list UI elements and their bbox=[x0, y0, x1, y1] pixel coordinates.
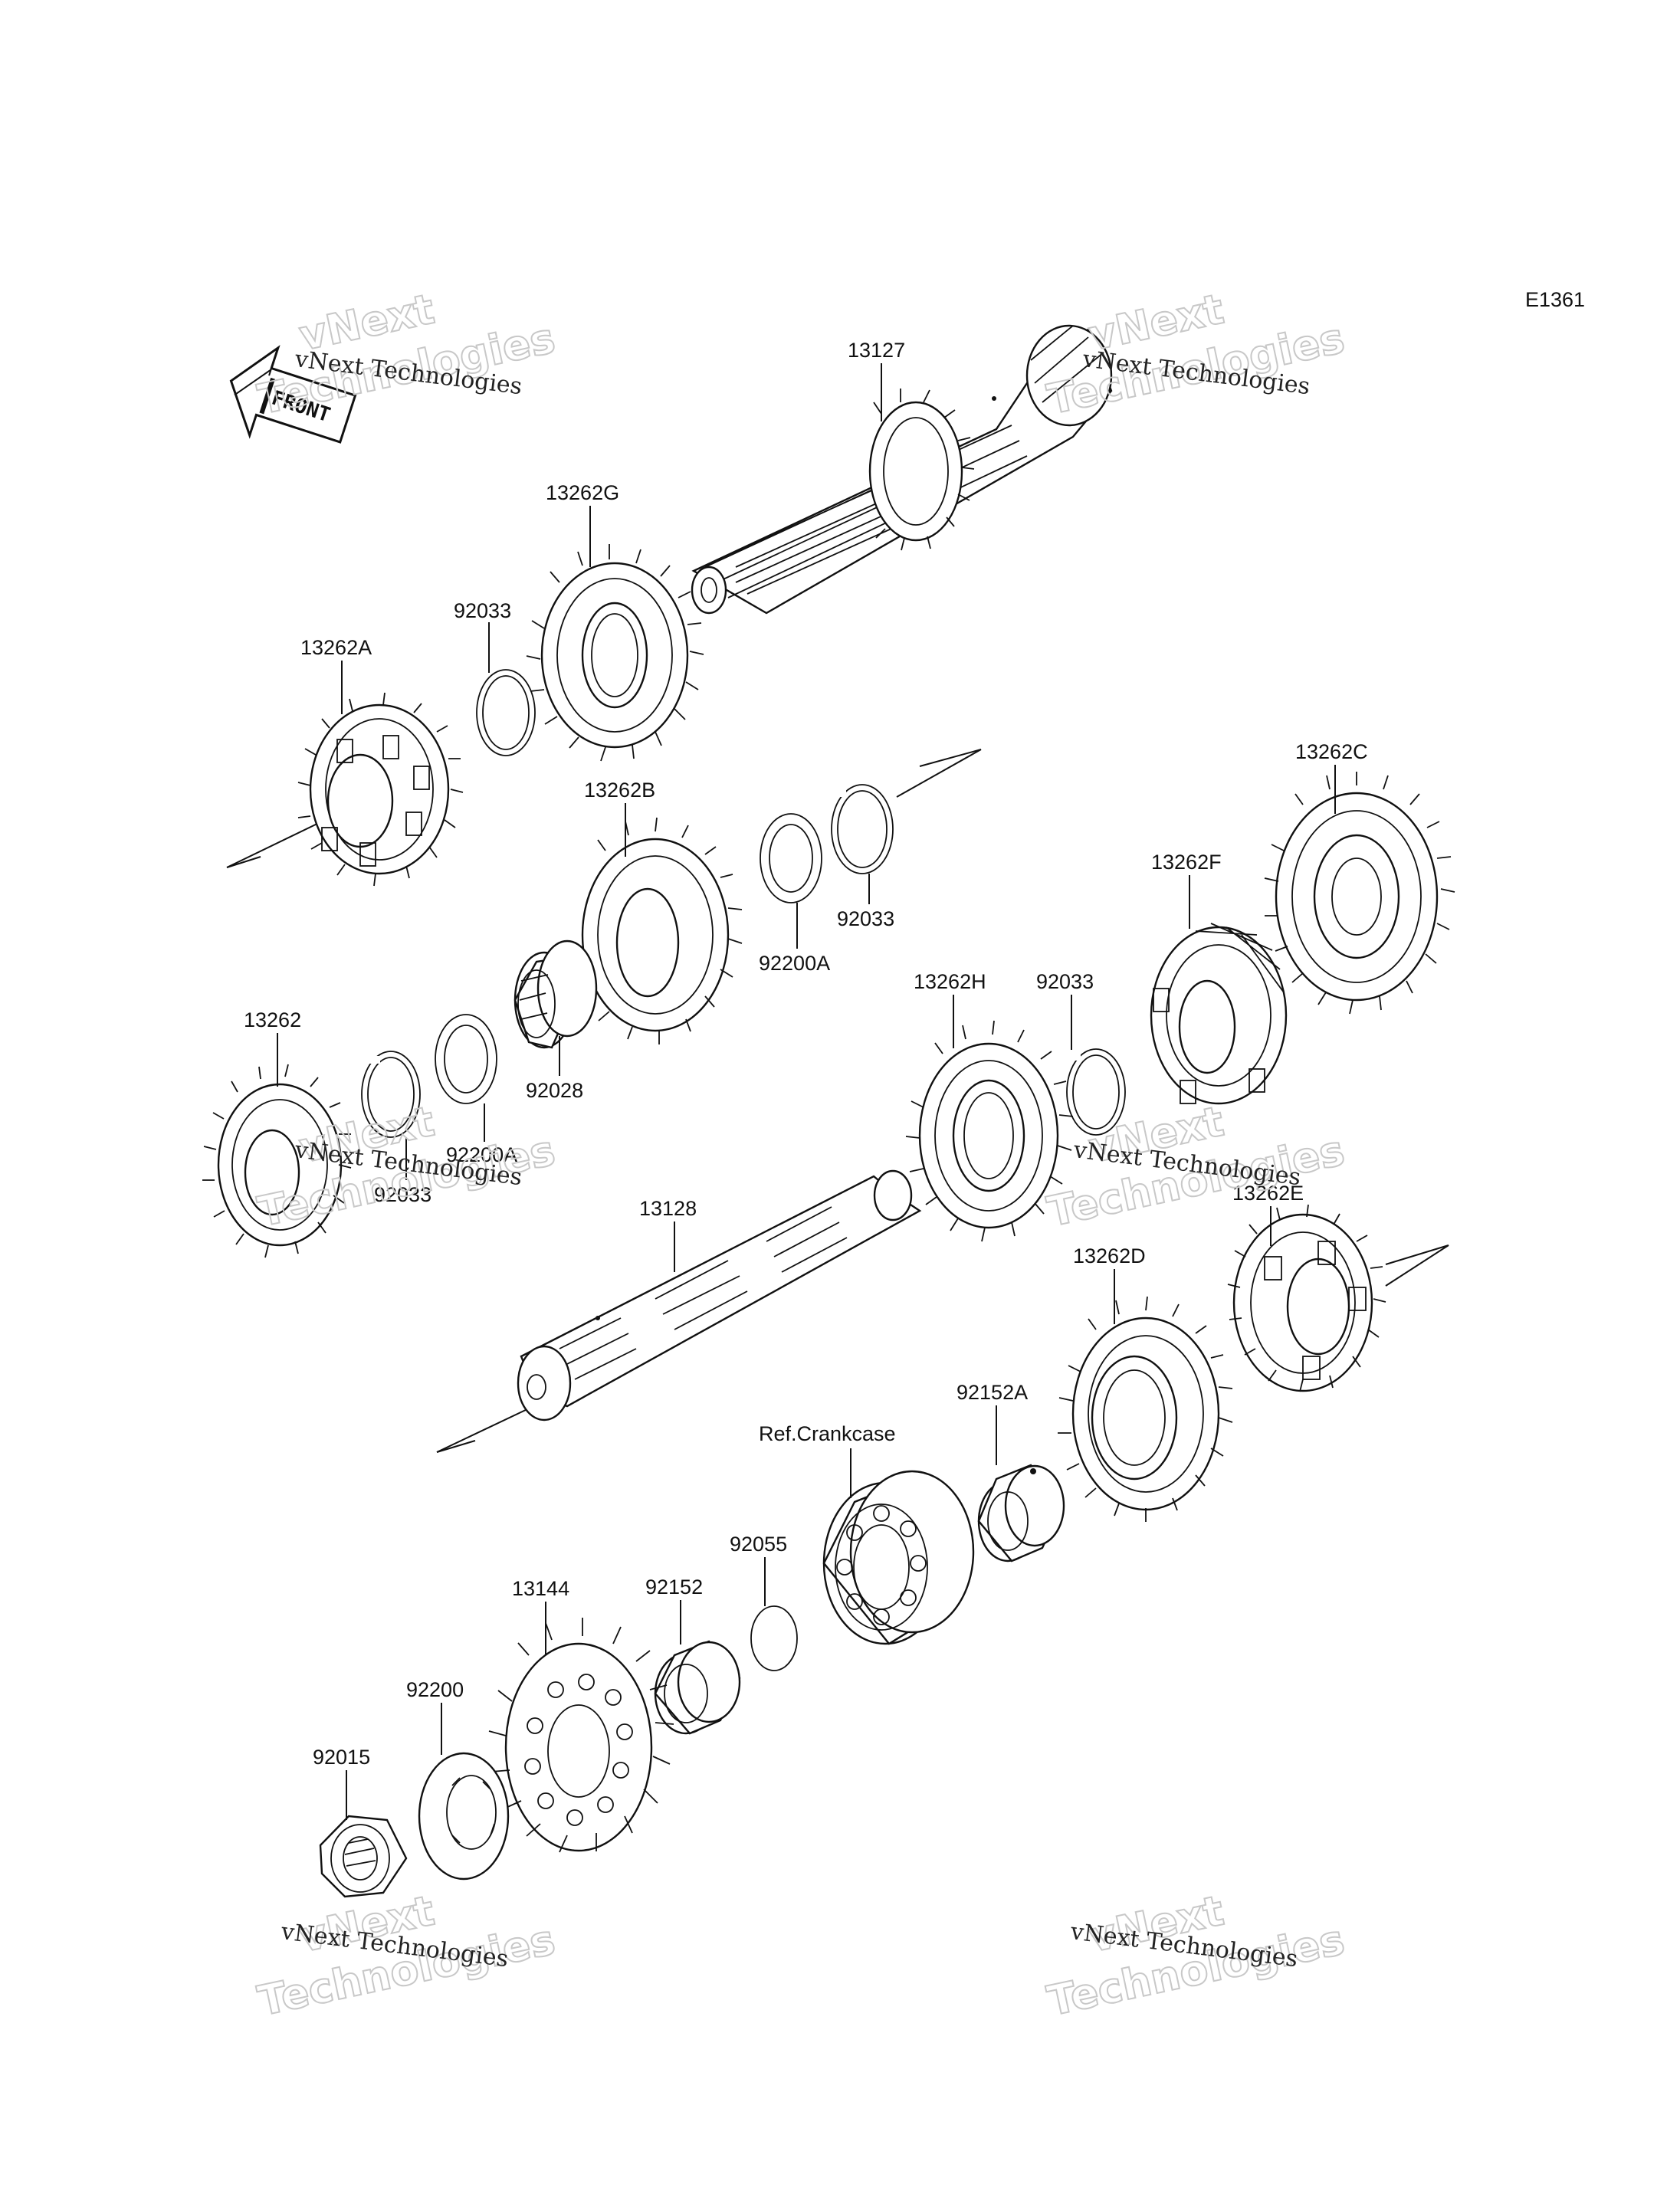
washer-92200A-left bbox=[435, 1014, 497, 1104]
label-92200: 92200 bbox=[406, 1678, 464, 1701]
axis-line-lower-right-b bbox=[1385, 1244, 1449, 1265]
circlip-92033-left bbox=[361, 1051, 421, 1138]
gear-13262F bbox=[1150, 923, 1288, 1105]
gear-13262C bbox=[1264, 772, 1455, 1015]
label-92033-left: 92033 bbox=[374, 1183, 431, 1206]
circlip-92033-upper-right bbox=[831, 784, 894, 874]
sprocket-13144 bbox=[488, 1618, 674, 1853]
oring-92055 bbox=[750, 1605, 798, 1671]
gear-13262A bbox=[297, 692, 464, 887]
label-13262: 13262 bbox=[244, 1008, 301, 1031]
label-13144: 13144 bbox=[512, 1577, 569, 1600]
label-13262H: 13262H bbox=[914, 970, 986, 993]
gear-13262B bbox=[569, 817, 743, 1044]
bearing-92028 bbox=[514, 939, 598, 1049]
collar-92152A bbox=[977, 1464, 1065, 1562]
circlip-92033-middle-right bbox=[1066, 1048, 1126, 1136]
nut-92015 bbox=[319, 1815, 408, 1898]
label-13262G: 13262G bbox=[546, 481, 619, 504]
axis-line-upper-left bbox=[226, 821, 323, 868]
label-92200A-left: 92200A bbox=[446, 1143, 517, 1166]
label-13262A: 13262A bbox=[300, 636, 372, 659]
axis-line-lower-left-b bbox=[436, 1440, 476, 1453]
label-92200A-upper: 92200A bbox=[759, 952, 830, 975]
front-arrow-icon: FRONT bbox=[229, 345, 357, 444]
axis-line-lower-left bbox=[436, 1408, 530, 1453]
label-13262F: 13262F bbox=[1151, 851, 1222, 874]
label-92152: 92152 bbox=[645, 1576, 703, 1599]
axis-line-upper-right-b bbox=[919, 749, 982, 767]
gear-13262D bbox=[1058, 1296, 1233, 1522]
washer-92200 bbox=[418, 1752, 510, 1881]
drive-shaft-13128 bbox=[517, 1169, 922, 1421]
gear-13262 bbox=[202, 1064, 352, 1258]
main-shaft-13127 bbox=[691, 324, 1113, 615]
label-92028: 92028 bbox=[526, 1079, 583, 1102]
label-13262E: 13262E bbox=[1232, 1182, 1304, 1205]
collar-92152 bbox=[654, 1640, 741, 1735]
label-13262B: 13262B bbox=[584, 779, 655, 802]
gear-13262G bbox=[526, 544, 704, 762]
label-ref-crankcase: Ref.Crankcase bbox=[759, 1422, 896, 1445]
axis-line-lower-right bbox=[1385, 1244, 1449, 1287]
label-92152A: 92152A bbox=[956, 1381, 1028, 1404]
label-92055: 92055 bbox=[730, 1533, 787, 1556]
label-13262D: 13262D bbox=[1073, 1244, 1146, 1267]
label-92033-upper: 92033 bbox=[454, 599, 511, 622]
watermark-top-left: vNext Technologies bbox=[253, 284, 559, 425]
label-92033-upper-right: 92033 bbox=[837, 907, 894, 930]
gear-13262E bbox=[1227, 1204, 1386, 1392]
crankcase-bearing bbox=[822, 1470, 975, 1645]
axis-line-upper-right bbox=[896, 749, 982, 798]
label-13127: 13127 bbox=[848, 339, 905, 362]
axis-line-upper-left-b bbox=[226, 856, 261, 868]
diagram-code: E1361 bbox=[1525, 288, 1585, 311]
washer-92200A-upper bbox=[760, 813, 822, 903]
label-13262C: 13262C bbox=[1295, 740, 1368, 763]
label-92015: 92015 bbox=[313, 1746, 370, 1769]
label-92033-middle-right: 92033 bbox=[1036, 970, 1094, 993]
label-13128: 13128 bbox=[639, 1197, 697, 1220]
circlip-92033-upper bbox=[475, 667, 536, 756]
gear-13262H bbox=[905, 1020, 1074, 1242]
